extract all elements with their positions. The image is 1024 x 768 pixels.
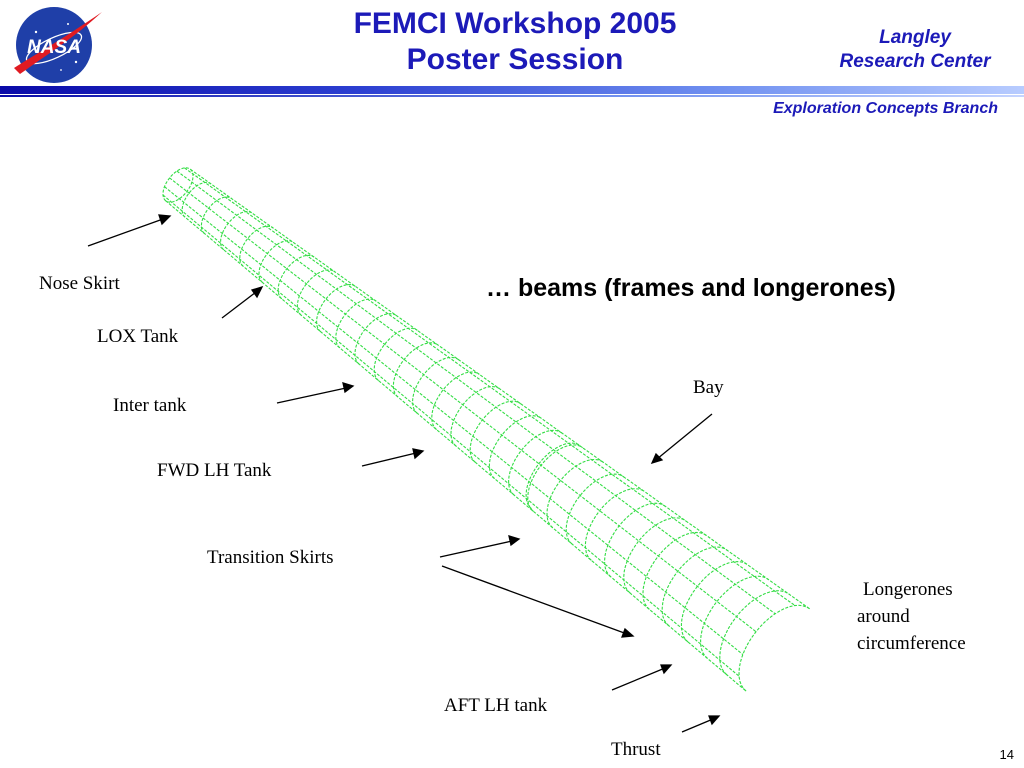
frame-2 [200,196,232,234]
frame-8 [316,283,356,332]
transition-step [525,442,581,510]
center-name-line-1: Langley [879,27,951,48]
longerone-5 [184,167,796,606]
title-line-1: FEMCI Workshop 2005 [353,7,677,40]
nasa-meatball-icon: NASA [14,7,102,83]
label-nose-skirt: Nose Skirt [39,273,120,294]
center-name: Langley Research Center [800,26,1024,74]
title-line-2: Poster Session [406,43,624,76]
arrow-lox-tank [221,291,257,319]
frame-14 [431,371,480,430]
longerone-1 [162,194,740,677]
longerone-6 [190,168,811,610]
header-divider [0,95,1024,97]
frame-12 [392,342,439,398]
label-bay: Bay [693,377,724,398]
slide-title: FEMCI Workshop 2005 Poster Session [300,6,730,78]
page-number: 14 [999,747,1014,762]
longerone-0 [165,200,747,692]
frame-5 [258,240,294,283]
frame-3 [220,211,253,251]
label-aft-lh-tank: AFT LH tank [444,695,548,716]
arrow-inter-tank [276,387,347,404]
longerone-4 [176,170,776,615]
label-lox-tank: LOX Tank [97,326,179,347]
frame-24 [623,517,687,594]
frame-18 [508,429,563,496]
nasa-logo: NASA [6,2,104,86]
nasa-logo-text: NASA [27,37,81,58]
frame-15 [450,386,501,447]
label-thrust: Thrust [611,739,661,760]
frame-26 [661,546,728,627]
branch-name: Exploration Concepts Branch [773,100,998,117]
frame-23 [604,502,666,578]
frame-21 [565,473,625,545]
frame-10 [354,313,398,365]
frame-25 [642,531,707,610]
arrow-bay [656,413,713,460]
label-longerones-line-2: around [857,606,910,627]
frame-16 [469,400,521,463]
arrow-aft-lh-tank [611,667,666,691]
arrow-transition-upper [439,540,513,558]
frame-17 [488,415,542,479]
center-name-line-2: Research Center [839,51,991,72]
arrow-transition-lower [441,565,628,635]
arrow-thrust [681,718,714,733]
label-fwd-lh-tank: FWD LH Tank [157,460,272,481]
frame-19 [527,444,583,512]
longerone-3 [169,177,757,633]
frame-20 [546,458,604,529]
label-longerones-line-1: Longerones [863,579,953,600]
slide-caption: … beams (frames and longerones) [486,274,896,302]
callout-arrows [87,214,721,733]
label-transition-skirts: Transition Skirts [207,547,334,568]
label-inter-tank: Inter tank [113,395,187,416]
header-bar [0,86,1024,94]
label-longerones-line-3: circumference [857,633,966,654]
frame-11 [373,327,418,382]
nose-cap [165,168,194,203]
arrow-nose-skirt [87,218,164,247]
frame-27 [680,561,749,643]
frame-7 [296,269,336,316]
frame-22 [584,488,645,561]
frame-30 [738,604,811,692]
frame-4 [239,225,274,267]
frame-6 [277,254,315,300]
frame-13 [412,356,459,414]
frame-29 [719,590,790,676]
label-longerones: Longerones around circumference [857,576,966,657]
longerone-2 [164,186,744,655]
finite-element-mesh [162,167,811,692]
arrow-fwd-lh-tank [361,452,417,467]
frame-28 [700,575,769,659]
